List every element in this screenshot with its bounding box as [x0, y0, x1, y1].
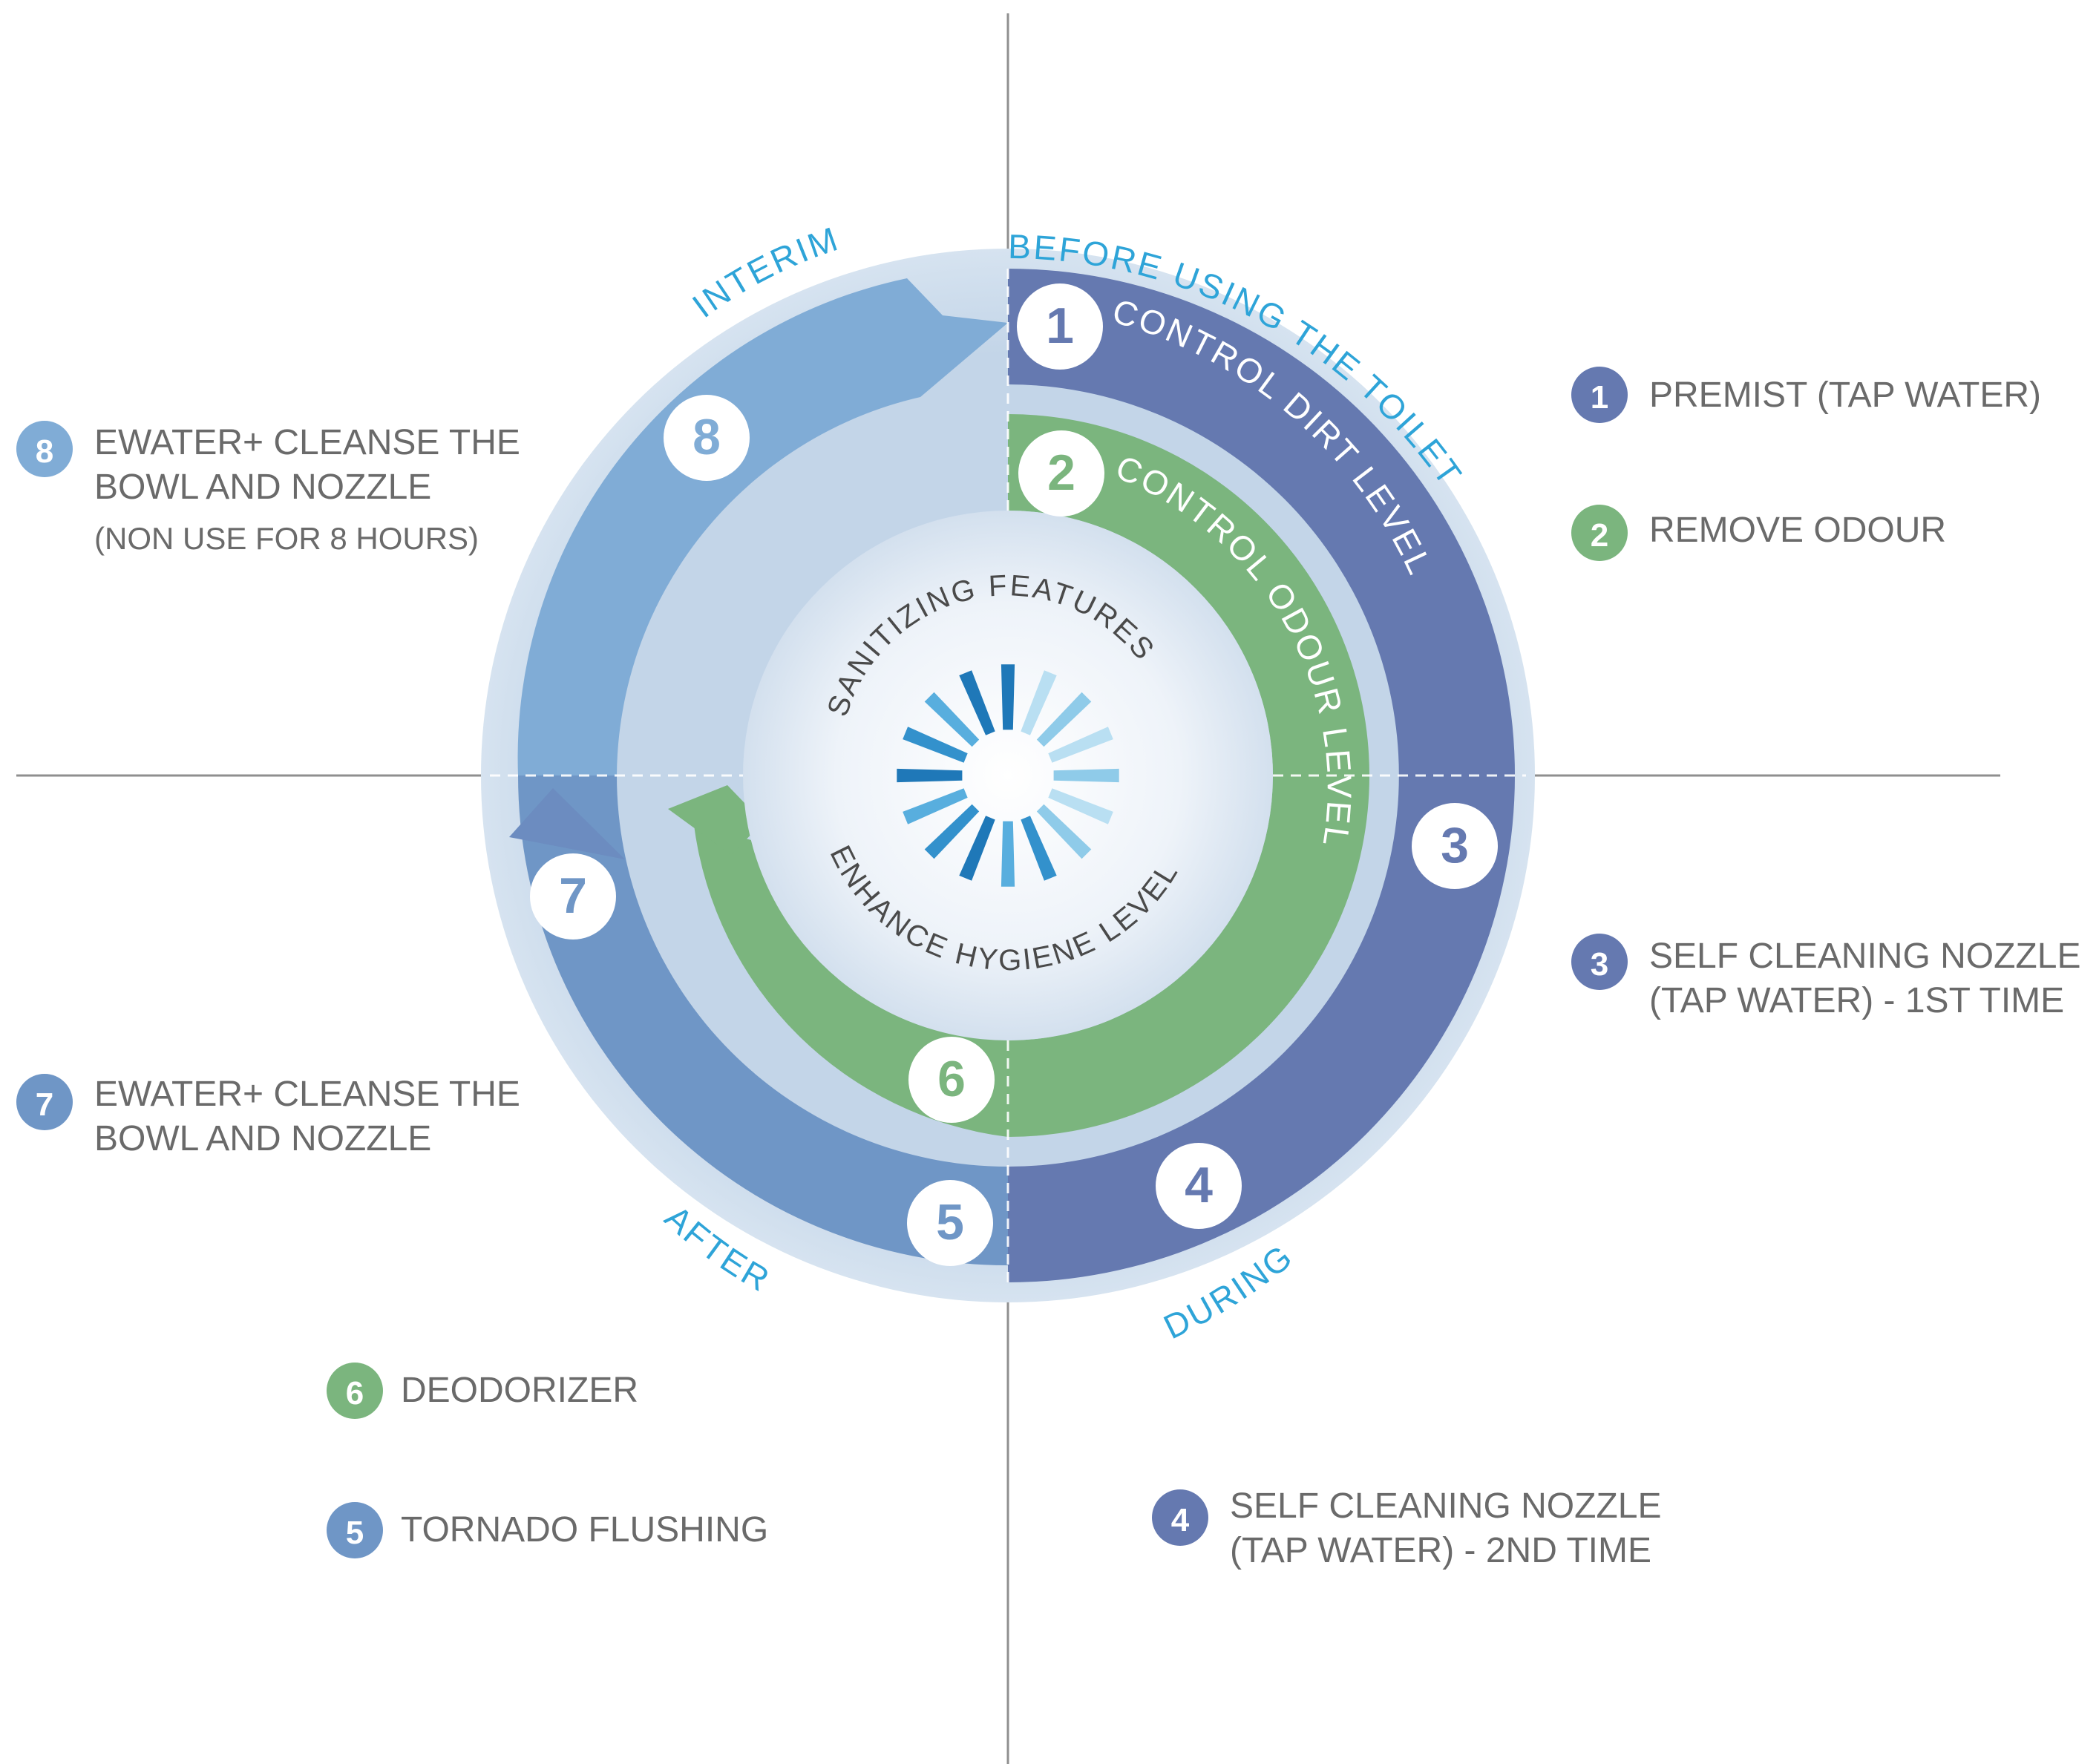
ring-step-5: 5: [907, 1180, 993, 1266]
legend-item-7: 7 EWATER+ CLEANSE THE BOWL AND NOZZLE: [16, 1074, 520, 1158]
ring-step-2: 2: [1018, 430, 1104, 517]
segment-after-arrow: [509, 788, 625, 859]
legend: 1 PREMIST (TAP WATER) 2 REMOVE ODOUR 3 S…: [16, 367, 2080, 1570]
ring-step-3: 3: [1412, 803, 1498, 889]
svg-text:7: 7: [36, 1086, 53, 1123]
svg-text:BOWL AND NOZZLE: BOWL AND NOZZLE: [94, 1119, 431, 1158]
dashed-dividers: [490, 269, 1526, 1282]
legend-badge-5: [327, 1502, 383, 1558]
ring-step-4: 4: [1156, 1143, 1242, 1229]
ring-step-7: 7: [530, 853, 616, 940]
ring-step-8: 8: [664, 395, 750, 481]
ring-step-markers: 1 2 3 4 5 6 7 8: [530, 283, 1498, 1266]
svg-text:1: 1: [1046, 298, 1074, 354]
inner-hub: [743, 511, 1273, 1040]
sunburst-ray: [959, 816, 995, 881]
sunburst-ray: [959, 670, 995, 735]
sunburst-ray: [897, 768, 963, 783]
legend-item-2: 2 REMOVE ODOUR: [1571, 505, 1946, 561]
svg-text:1: 1: [1591, 379, 1608, 416]
legend-item-5: 5 TORNADO FLUSHING: [327, 1502, 768, 1558]
svg-text:(TAP WATER) - 2ND TIME: (TAP WATER) - 2ND TIME: [1230, 1531, 1651, 1570]
sunburst-ray: [1001, 821, 1015, 887]
sunburst-ray: [903, 727, 968, 763]
svg-text:5: 5: [346, 1515, 364, 1551]
ring-step-6: 6: [908, 1037, 995, 1123]
sunburst-ray: [1036, 692, 1092, 747]
sunburst-ray: [1001, 664, 1015, 730]
svg-text:6: 6: [937, 1051, 966, 1107]
svg-text:4: 4: [1185, 1157, 1213, 1213]
svg-text:REMOVE ODOUR: REMOVE ODOUR: [1649, 511, 1946, 550]
sunburst-ray: [1021, 816, 1057, 881]
legend-item-3: 3 SELF CLEANING NOZZLE (TAP WATER) - 1ST…: [1571, 934, 2080, 1020]
legend-badge-7: [16, 1074, 73, 1130]
legend-badge-4: [1152, 1489, 1208, 1546]
sunburst-ray: [1053, 768, 1119, 783]
svg-text:2: 2: [1047, 445, 1075, 501]
svg-text:EWATER+ CLEANSE THE: EWATER+ CLEANSE THE: [94, 1075, 520, 1114]
segment-interim: [517, 278, 1008, 776]
svg-text:2: 2: [1591, 517, 1608, 554]
segment-dirt: [1008, 269, 1515, 1282]
legend-badge-8: [16, 421, 73, 477]
svg-text:8: 8: [692, 409, 721, 465]
svg-text:3: 3: [1591, 946, 1608, 983]
ring-step-1: 1: [1017, 283, 1103, 370]
svg-text:4: 4: [1171, 1502, 1190, 1538]
legend-badge-2: [1571, 505, 1628, 561]
sunburst-ray: [1021, 670, 1057, 735]
svg-text:PREMIST (TAP WATER): PREMIST (TAP WATER): [1649, 376, 2041, 415]
svg-text:SELF CLEANING NOZZLE: SELF CLEANING NOZZLE: [1230, 1486, 1661, 1526]
sunburst-ray: [1048, 727, 1113, 763]
svg-text:7: 7: [559, 868, 587, 924]
sanitizing-sunburst-icon: [897, 664, 1119, 887]
svg-text:8: 8: [36, 433, 53, 470]
sunburst-ray: [1048, 788, 1113, 824]
svg-text:DEODORIZER: DEODORIZER: [401, 1371, 638, 1410]
legend-item-6: 6 DEODORIZER: [327, 1363, 638, 1419]
legend-badge-6: [327, 1363, 383, 1419]
legend-badge-3: [1571, 934, 1628, 990]
svg-text:TORNADO FLUSHING: TORNADO FLUSHING: [401, 1510, 768, 1550]
svg-text:BOWL AND NOZZLE: BOWL AND NOZZLE: [94, 468, 431, 507]
sunburst-ray: [924, 692, 980, 747]
svg-text:EWATER+ CLEANSE THE: EWATER+ CLEANSE THE: [94, 423, 520, 462]
sunburst-ray: [924, 804, 980, 859]
legend-item-4: 4 SELF CLEANING NOZZLE (TAP WATER) - 2ND…: [1152, 1486, 1661, 1570]
legend-badge-1: [1571, 367, 1628, 423]
svg-text:SELF CLEANING NOZZLE: SELF CLEANING NOZZLE: [1649, 937, 2080, 976]
svg-text:5: 5: [936, 1194, 964, 1250]
sunburst-ray: [903, 788, 968, 824]
svg-text:6: 6: [346, 1375, 364, 1411]
svg-text:(TAP WATER) - 1ST TIME: (TAP WATER) - 1ST TIME: [1649, 981, 2064, 1020]
segment-odour-arrow: [668, 785, 763, 855]
legend-item-1: 1 PREMIST (TAP WATER): [1571, 367, 2041, 423]
legend-item-8: 8 EWATER+ CLEANSE THE BOWL AND NOZZLE (N…: [16, 421, 520, 556]
svg-text:3: 3: [1441, 817, 1469, 873]
svg-text:(NON USE FOR 8 HOURS): (NON USE FOR 8 HOURS): [94, 521, 479, 556]
sunburst-ray: [1036, 804, 1092, 859]
